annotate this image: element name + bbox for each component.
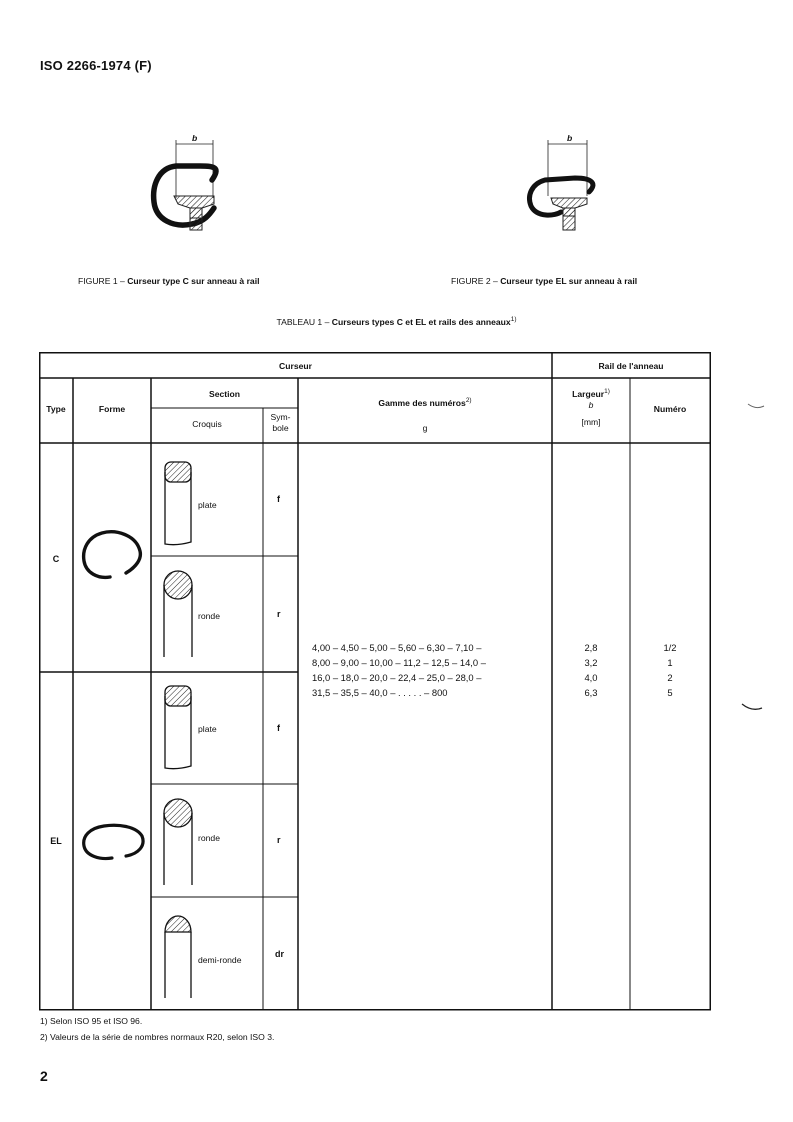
croquis-ronde-c-icon xyxy=(163,570,193,657)
numero-value: 1 xyxy=(667,657,673,668)
croquis-plate-el-icon xyxy=(164,685,192,770)
numero-value: 5 xyxy=(667,687,673,698)
section-label-plate-el: plate xyxy=(198,724,217,734)
largeur-value: 3,2 xyxy=(584,657,598,668)
header-numero: Numéro xyxy=(653,404,687,414)
figure-1-caption-prefix: FIGURE 1 – xyxy=(78,276,128,286)
rail-stem xyxy=(189,207,203,231)
figure-1-caption-title: Curseur type C sur anneau à rail xyxy=(127,276,260,286)
rail-stem xyxy=(562,207,576,231)
figure-1-drawing xyxy=(150,140,219,231)
header-gamme-label: Gamme des numéros xyxy=(378,397,466,408)
croquis-ronde-el-icon xyxy=(163,798,193,885)
footnote-2: 2) Valeurs de la série de nombres normau… xyxy=(40,1032,275,1042)
header-curseur: Curseur xyxy=(279,361,312,371)
header-largeur-symbol: b xyxy=(588,400,594,411)
figure-1-dimension-label: b xyxy=(192,133,198,143)
header-largeur-note: 1) xyxy=(604,388,610,395)
header-type: Type xyxy=(46,404,66,414)
largeur-value: 2,8 xyxy=(584,642,598,653)
section-label-demi-ronde-el: demi-ronde xyxy=(198,955,242,965)
numero-value: 2 xyxy=(667,672,673,683)
table-caption: TABLEAU 1 – Curseurs types C et EL et ra… xyxy=(0,316,793,327)
header-largeur: Largeur1) b [mm] xyxy=(552,388,630,428)
ring-el-curve xyxy=(527,175,596,218)
margin-mark xyxy=(747,403,765,409)
header-symbole-line-1: Sym- xyxy=(270,412,291,422)
header-symbole-line-2: bole xyxy=(272,423,289,434)
table-caption-note: 1) xyxy=(510,316,517,323)
numero-values: 1/2 1 2 5 xyxy=(630,640,710,700)
croquis-plate-c-icon xyxy=(164,461,192,546)
header-gamme: Gamme des numéros2) xyxy=(298,397,552,409)
symbol-plate-c: f xyxy=(277,494,280,504)
header-symbole: Sym- bole xyxy=(263,412,298,434)
header-forme: Forme xyxy=(98,404,126,414)
forme-el-shape xyxy=(82,823,145,861)
symbol-plate-el: f xyxy=(277,723,280,733)
figure-2-caption-prefix: FIGURE 2 – xyxy=(451,276,501,286)
gamme-values: 4,00 – 4,50 – 5,00 – 5,60 – 6,30 – 7,10 … xyxy=(312,640,486,700)
footnote-1: 1) Selon ISO 95 et ISO 96. xyxy=(40,1016,143,1026)
gamme-line: 8,00 – 9,00 – 10,00 – 11,2 – 12,5 – 14,0… xyxy=(312,657,486,668)
largeur-values: 2,8 3,2 4,0 6,3 xyxy=(552,640,630,700)
figure-2-drawing xyxy=(527,140,596,231)
figure-2-caption: FIGURE 2 – Curseur type EL sur anneau à … xyxy=(451,276,637,286)
croquis-demi-ronde-el-icon xyxy=(164,915,192,998)
header-section: Section xyxy=(208,389,241,399)
numero-value: 1/2 xyxy=(663,642,677,653)
type-el-label: EL xyxy=(50,836,62,846)
table-caption-title: Curseurs types C et EL et rails des anne… xyxy=(331,316,511,327)
forme-c-shape xyxy=(81,530,143,580)
table-grid xyxy=(39,352,711,1011)
section-label-ronde-el: ronde xyxy=(198,833,220,843)
type-c-label: C xyxy=(52,554,60,564)
section-label-ronde-c: ronde xyxy=(198,611,220,621)
gamme-line: 31,5 – 35,5 – 40,0 – . . . . . – 800 xyxy=(312,687,448,698)
header-largeur-unit: [mm] xyxy=(581,417,601,428)
figure-1-caption: FIGURE 1 – Curseur type C sur anneau à r… xyxy=(78,276,259,286)
largeur-value: 6,3 xyxy=(584,687,598,698)
header-croquis: Croquis xyxy=(192,419,222,429)
gamme-line: 4,00 – 4,50 – 5,00 – 5,60 – 6,30 – 7,10 … xyxy=(312,642,482,653)
table-caption-prefix: TABLEAU 1 – xyxy=(276,316,332,327)
header-gamme-unit: g xyxy=(422,423,428,433)
figure-2-caption-title: Curseur type EL sur anneau à rail xyxy=(500,276,638,286)
header-largeur-label: Largeur xyxy=(572,388,605,399)
margin-mark xyxy=(741,703,763,710)
symbol-demi-ronde-el: dr xyxy=(275,949,284,959)
document-code: ISO 2266-1974 (F) xyxy=(40,58,152,73)
gamme-line: 16,0 – 18,0 – 20,0 – 22,4 – 25,0 – 28,0 … xyxy=(312,672,482,683)
largeur-value: 4,0 xyxy=(584,672,598,683)
page-number: 2 xyxy=(40,1068,48,1084)
figure-2-dimension-label: b xyxy=(567,133,573,143)
symbol-ronde-el: r xyxy=(277,835,281,845)
section-label-plate-c: plate xyxy=(198,500,217,510)
header-gamme-note: 2) xyxy=(465,397,472,404)
header-rail: Rail de l'anneau xyxy=(598,361,664,371)
symbol-ronde-c: r xyxy=(277,609,281,619)
